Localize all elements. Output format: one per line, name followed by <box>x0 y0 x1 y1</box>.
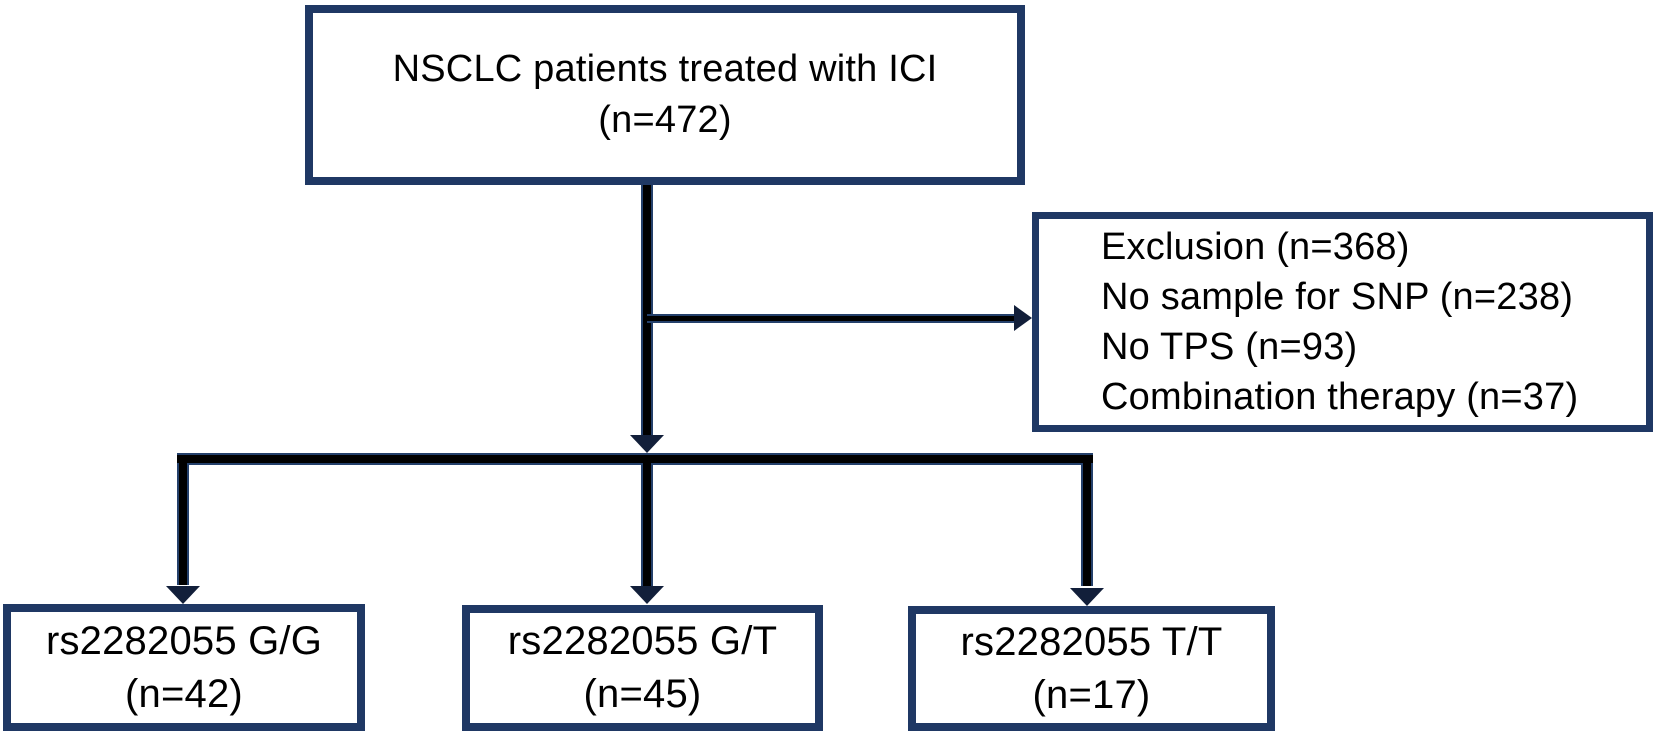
connector-split-bar <box>177 453 1093 465</box>
connector-to-tt <box>1081 463 1093 586</box>
node-rs2282055-gg: rs2282055 G/G (n=42) <box>3 604 365 731</box>
node-rs2282055-gt: rs2282055 G/T (n=45) <box>462 605 823 731</box>
node-text-line: (n=472) <box>598 99 732 141</box>
node-text-line: No sample for SNP (n=238) <box>1101 276 1574 318</box>
node-exclusion: Exclusion (n=368) No sample for SNP (n=2… <box>1032 212 1653 432</box>
node-rs2282055-tt: rs2282055 T/T (n=17) <box>908 606 1275 731</box>
node-text-line: Exclusion (n=368) <box>1101 226 1410 268</box>
node-text-line: rs2282055 G/T <box>507 619 778 663</box>
node-text-line: (n=17) <box>1032 672 1151 717</box>
node-nsclc-patients: NSCLC patients treated with ICI (n=472) <box>305 5 1025 185</box>
arrowhead-down-icon <box>630 435 664 453</box>
node-text-line: (n=45) <box>583 672 702 716</box>
arrowhead-down-icon <box>166 586 200 604</box>
node-text-line: NSCLC patients treated with ICI <box>392 48 938 90</box>
arrowhead-down-icon <box>630 586 664 604</box>
node-text-line: Combination therapy (n=37) <box>1101 376 1579 418</box>
arrowhead-right-icon <box>1014 305 1032 331</box>
node-text-line: rs2282055 T/T <box>960 619 1223 664</box>
node-text-line: rs2282055 G/G <box>45 618 323 663</box>
node-text-line: No TPS (n=93) <box>1101 326 1358 368</box>
connector-to-gg <box>177 463 189 585</box>
node-text-line: (n=42) <box>125 671 243 716</box>
arrowhead-down-icon <box>1070 588 1104 606</box>
connector-to-gt <box>641 463 653 586</box>
connector-to-exclusion <box>647 314 1014 323</box>
connector-top-to-split <box>641 183 653 435</box>
